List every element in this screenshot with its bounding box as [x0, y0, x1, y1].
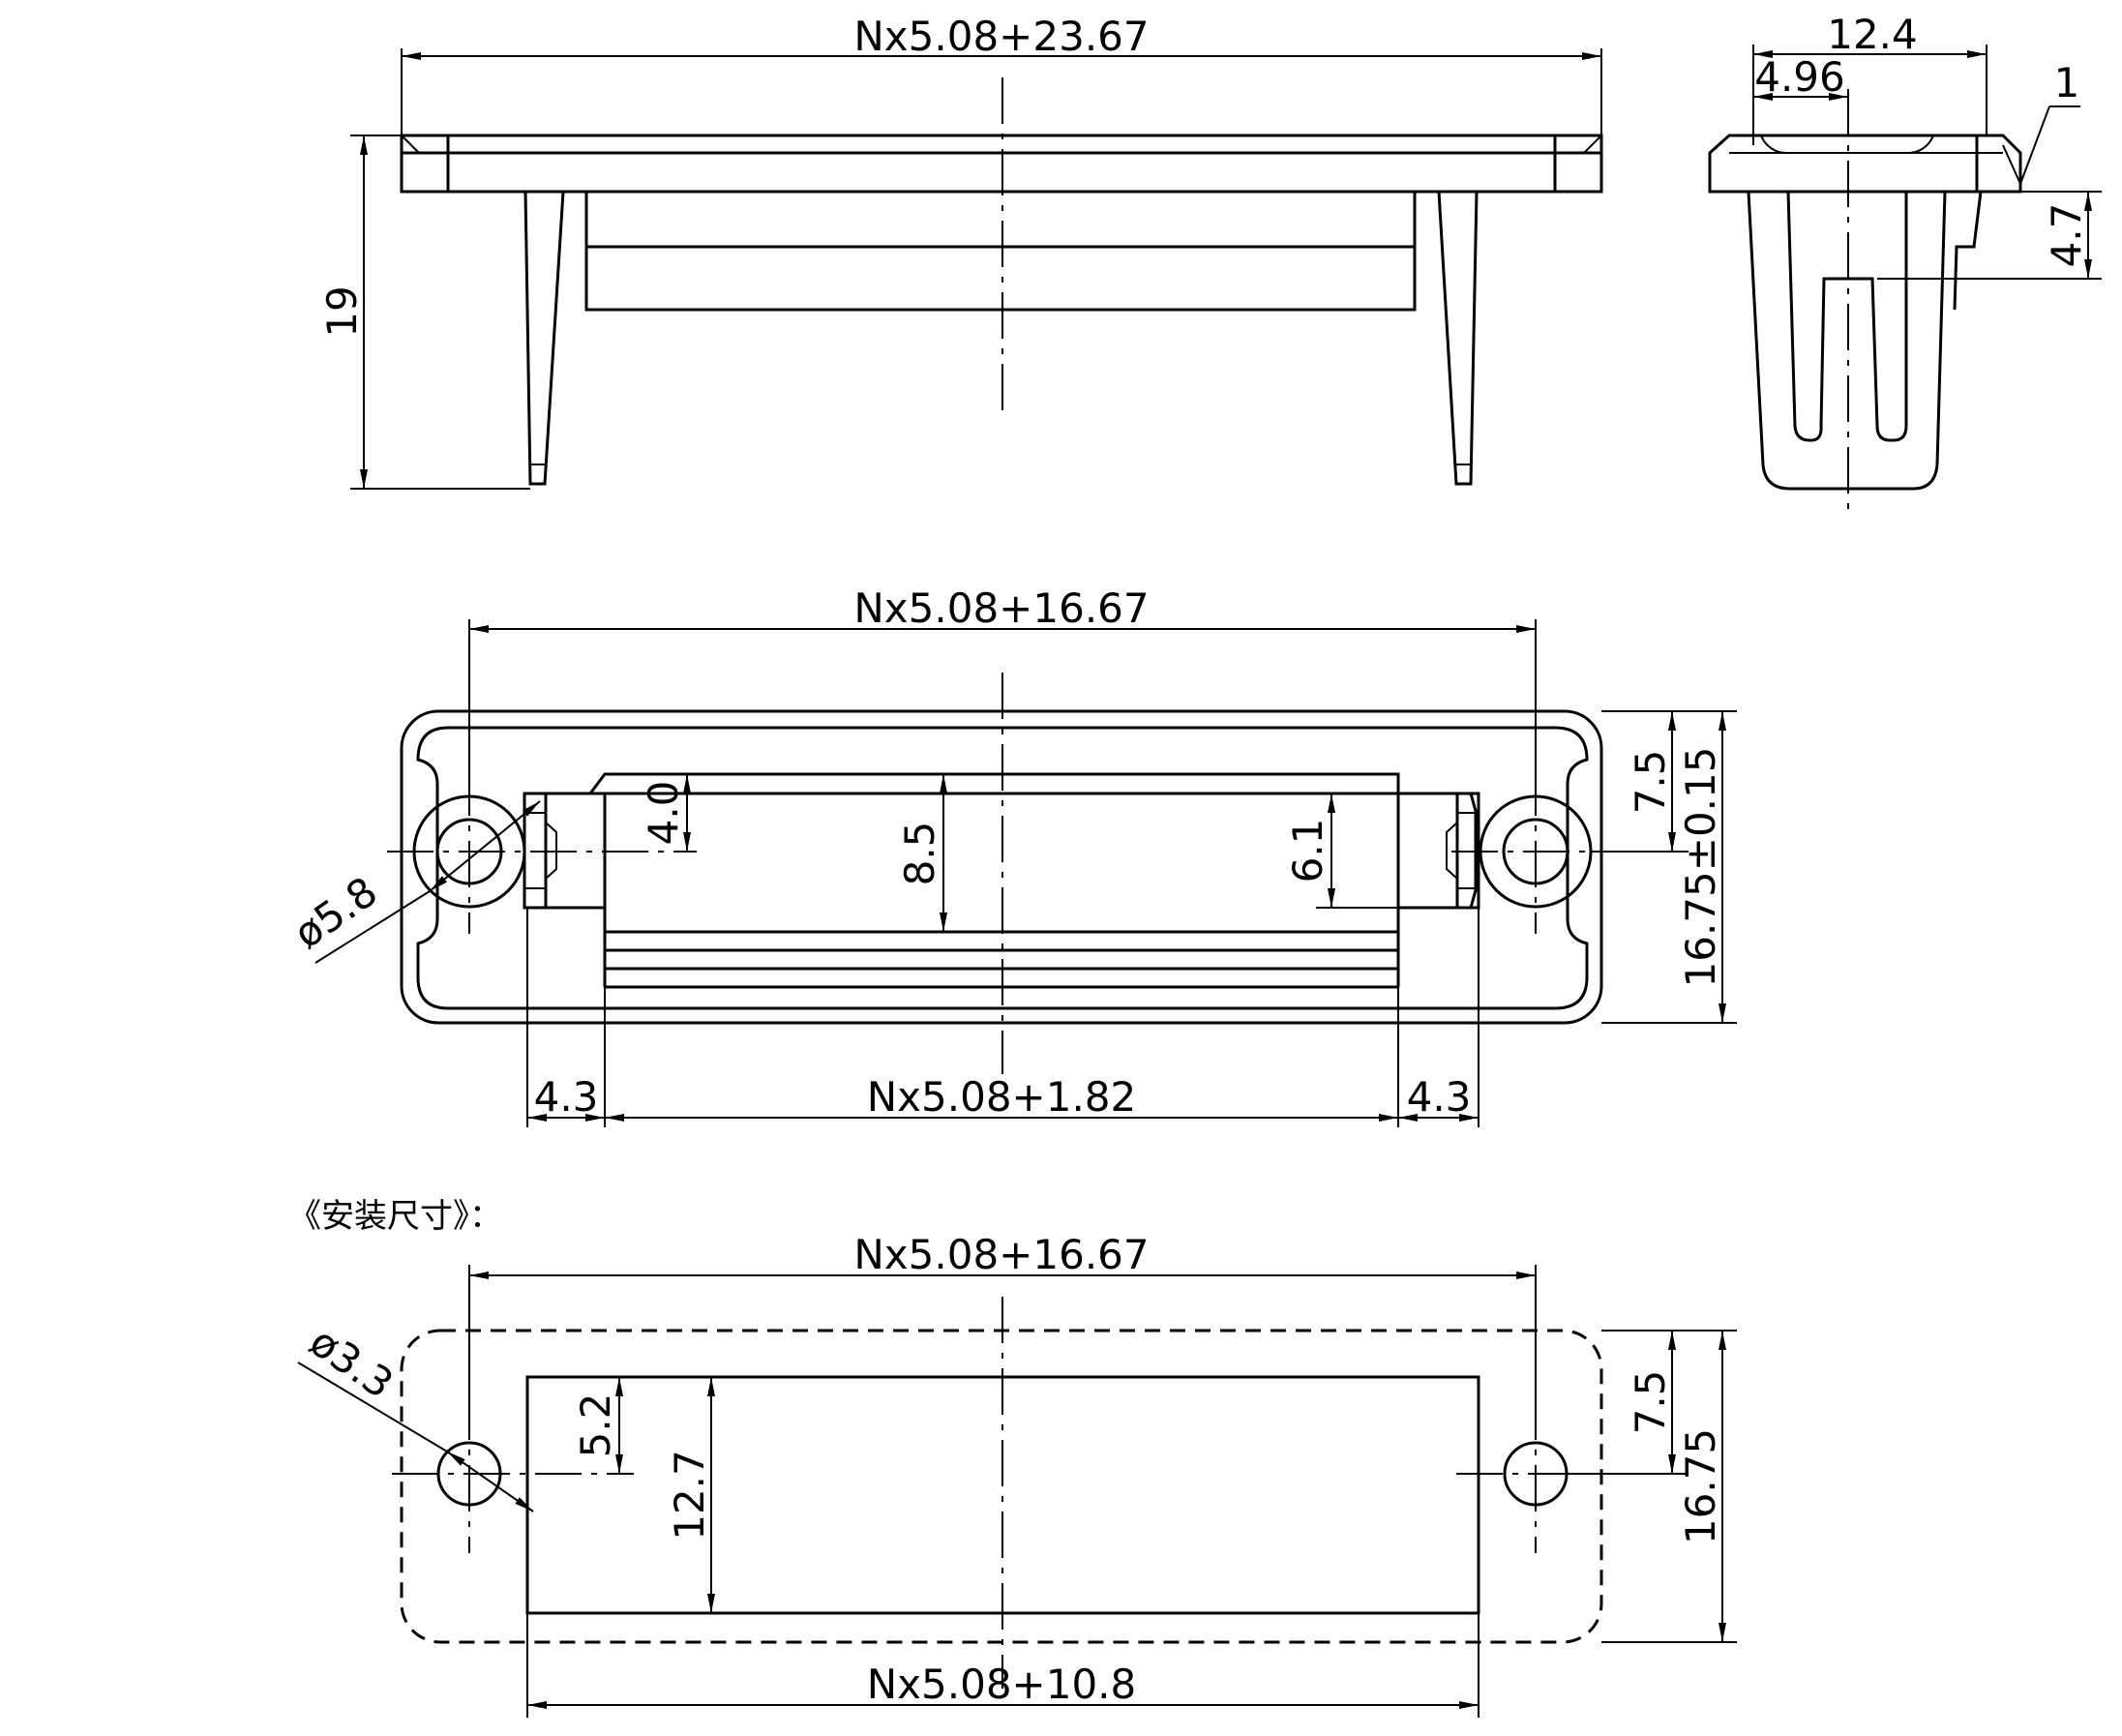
side-offset-label: 4.96 [1754, 53, 1845, 101]
dim-mount-cut-height: 12.7 [666, 1377, 715, 1613]
dim-mount-width: Nx5.08+16.67 [468, 1231, 1537, 1398]
dim-side-lip: 1 [2002, 59, 2080, 185]
dim-mount-half-height: 7.5 [1568, 1330, 1737, 1475]
front-width-label: Nx5.08+16.67 [853, 584, 1149, 632]
front-left-margin-label: 4.3 [534, 1073, 599, 1121]
front-latch-height-label: 6.1 [1284, 819, 1331, 883]
front-inner-width-label: Nx5.08+1.82 [867, 1073, 1137, 1121]
side-step-label: 4.7 [2043, 203, 2090, 268]
dim-front-width: Nx5.08+16.67 [468, 584, 1537, 774]
mounting-title: 《安装尺寸》： [288, 1197, 502, 1236]
mount-half-height-label: 7.5 [1627, 1370, 1674, 1435]
top-width-label: Nx5.08+23.67 [853, 13, 1149, 60]
dim-front-inner-height: 8.5 [896, 774, 947, 932]
mount-cut-height-label: 12.7 [666, 1450, 713, 1541]
dim-mount-cut-offset: 5.2 [527, 1376, 639, 1474]
side-view: 12.4 4.96 1 4.7 [1708, 11, 2102, 518]
dim-front-bottom: 4.3 Nx5.08+1.82 4.3 [526, 908, 1479, 1127]
side-width-label: 12.4 [1827, 11, 1918, 58]
top-view: Nx5.08+23.67 19 [318, 13, 1603, 490]
front-inner-height-label: 8.5 [896, 822, 943, 886]
dim-top-height: 19 [318, 135, 530, 490]
front-right-margin-label: 4.3 [1407, 1073, 1472, 1121]
dim-front-hole-dia: ø5.8 [285, 800, 541, 964]
front-slot-depth-label: 4.0 [640, 781, 687, 846]
front-view: Nx5.08+16.67 4.0 8.5 6.1 ø5.8 7.5 [285, 584, 1737, 1127]
dim-front-half-height: 7.5 [1591, 710, 1737, 853]
side-lip-label: 1 [2054, 59, 2080, 106]
dim-front-slot-depth: 4.0 [605, 773, 702, 852]
mounting-view: 《安装尺寸》： Nx5.08+16.67 ø3.3 5.2 [288, 1197, 1737, 1718]
mount-cut-offset-label: 5.2 [572, 1393, 619, 1458]
mount-width-label: Nx5.08+16.67 [853, 1231, 1149, 1278]
side-view-outline [1708, 134, 2022, 491]
dim-front-height: 16.75±0.15 [1601, 711, 1737, 1024]
dim-mount-cut-width: Nx5.08+10.8 [526, 1613, 1479, 1718]
front-height-label: 16.75±0.15 [1677, 747, 1724, 988]
mount-cut-width-label: Nx5.08+10.8 [867, 1661, 1137, 1708]
dim-front-latch-height: 6.1 [1284, 793, 1457, 909]
dim-mount-height: 16.75 [1601, 1331, 1737, 1643]
dim-side-step: 4.7 [1877, 191, 2102, 280]
front-half-height-label: 7.5 [1627, 750, 1674, 815]
front-hole-dia-label: ø5.8 [285, 868, 386, 958]
dim-side-offset: 4.96 [1753, 53, 1848, 101]
dim-top-width: Nx5.08+23.67 [401, 13, 1602, 135]
mount-height-label: 16.75 [1677, 1428, 1724, 1544]
top-height-label: 19 [318, 285, 366, 337]
